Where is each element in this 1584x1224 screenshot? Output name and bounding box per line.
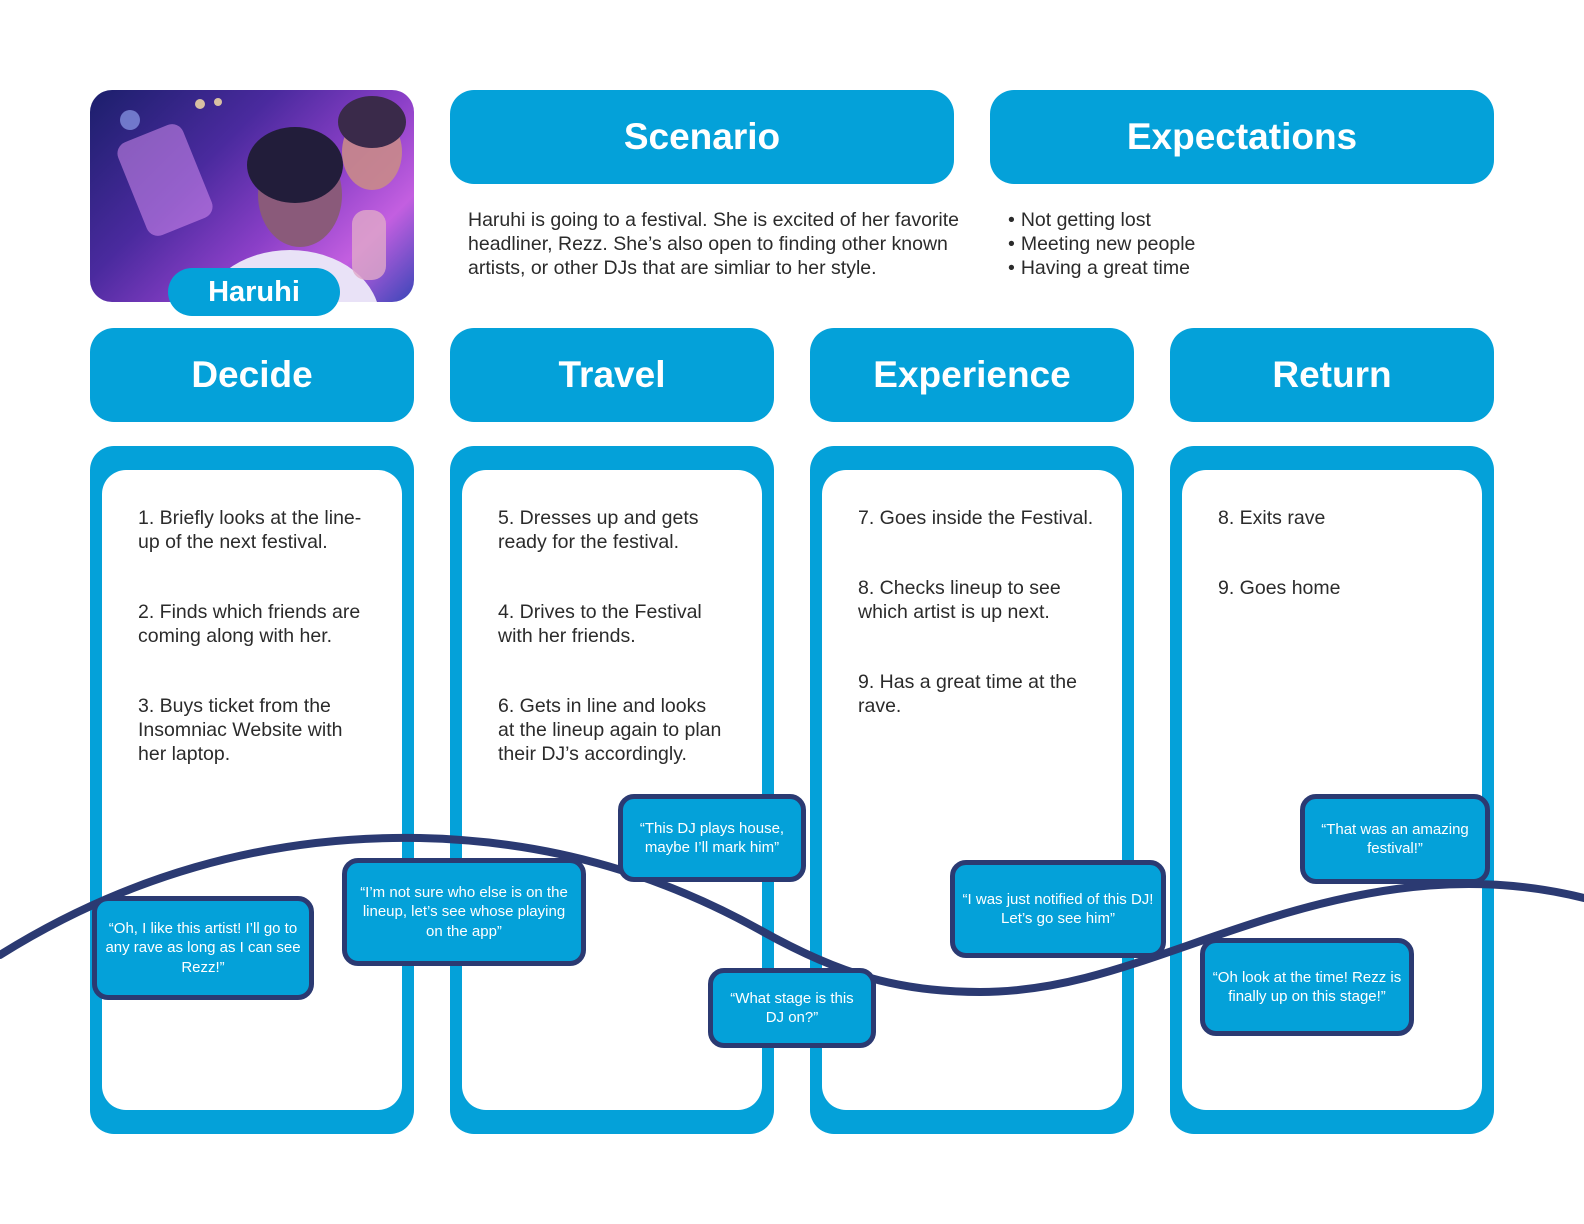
stage-header-return: Return bbox=[1170, 328, 1494, 422]
stage-header-decide: Decide bbox=[90, 328, 414, 422]
quote-bubble: “This DJ plays house, maybe I’ll mark hi… bbox=[618, 794, 806, 882]
persona-name: Haruhi bbox=[168, 268, 340, 316]
step-item: 3. Buys ticket from the Insomniac Websit… bbox=[138, 694, 378, 766]
quote-line: “That was an amazing bbox=[1321, 820, 1469, 838]
step-item: 7. Goes inside the Festival. bbox=[858, 506, 1118, 530]
quote-line: “I’m not sure who else is on the bbox=[360, 883, 568, 901]
scenario-line: headliner, Rezz. She’s also open to find… bbox=[468, 233, 948, 255]
step-line: 2. Finds which friends are bbox=[138, 601, 361, 623]
step-line: at the lineup again to plan bbox=[498, 719, 722, 741]
step-line: her laptop. bbox=[138, 743, 231, 765]
quote-text: “Oh look at the time! Rezz is finally up… bbox=[1213, 968, 1401, 1007]
scenario-text: Haruhi is going to a festival. She is ex… bbox=[468, 208, 968, 280]
step-line: 5. Dresses up and gets bbox=[498, 507, 699, 529]
quote-text: “I’m not sure who else is on the lineup,… bbox=[360, 883, 568, 942]
step-line: which artist is up next. bbox=[858, 601, 1050, 623]
step-line: 4. Drives to the Festival bbox=[498, 601, 702, 623]
quote-bubble: “I was just notified of this DJ! Let’s g… bbox=[950, 860, 1166, 958]
step-line: 3. Buys ticket from the bbox=[138, 695, 331, 717]
quote-text: “Oh, I like this artist! I’ll go to any … bbox=[105, 919, 300, 978]
step-item: 9. Goes home bbox=[1218, 576, 1458, 600]
step-line: their DJ’s accordingly. bbox=[498, 743, 687, 765]
scenario-line: Haruhi is going to a festival. She is ex… bbox=[468, 209, 960, 231]
stage-column-travel: 5. Dresses up and gets ready for the fes… bbox=[450, 446, 774, 1134]
quote-line: lineup, let’s see whose playing bbox=[362, 903, 566, 921]
step-item: 1. Briefly looks at the line- up of the … bbox=[138, 506, 378, 554]
quote-bubble: “Oh, I like this artist! I’ll go to any … bbox=[92, 896, 314, 1000]
quote-bubble: “What stage is this DJ on?” bbox=[708, 968, 876, 1048]
step-item: 4. Drives to the Festival with her frien… bbox=[498, 600, 738, 648]
step-item: 2. Finds which friends are coming along … bbox=[138, 600, 378, 648]
step-line: up of the next festival. bbox=[138, 531, 328, 553]
step-item: 9. Has a great time at the rave. bbox=[858, 670, 1098, 718]
step-item: 8. Exits rave bbox=[1218, 506, 1458, 530]
quote-line: “I was just notified of this DJ! bbox=[962, 890, 1154, 908]
expectations-header: Expectations bbox=[990, 90, 1494, 184]
step-line: 8. Checks lineup to see bbox=[858, 577, 1061, 599]
stage-header-experience: Experience bbox=[810, 328, 1134, 422]
step-line: with her friends. bbox=[498, 625, 636, 647]
scenario-header: Scenario bbox=[450, 90, 954, 184]
quote-line: Rezz!” bbox=[181, 958, 225, 976]
step-item: 5. Dresses up and gets ready for the fes… bbox=[498, 506, 738, 554]
quote-line: any rave as long as I can see bbox=[105, 939, 301, 957]
step-line: 7. Goes inside the Festival. bbox=[858, 507, 1094, 529]
quote-text: “This DJ plays house, maybe I’ll mark hi… bbox=[640, 819, 784, 858]
step-line: 1. Briefly looks at the line- bbox=[138, 507, 362, 529]
step-line: coming along with her. bbox=[138, 625, 333, 647]
quote-line: maybe I’ll mark him” bbox=[644, 839, 780, 856]
quote-line: “Oh look at the time! Rezz is bbox=[1212, 968, 1402, 986]
quote-line: DJ on?” bbox=[765, 1009, 819, 1026]
quote-line: Let’s go see him” bbox=[1001, 910, 1115, 927]
quote-bubble: “Oh look at the time! Rezz is finally up… bbox=[1200, 938, 1414, 1036]
quote-line: “This DJ plays house, bbox=[639, 819, 785, 837]
quote-line: “What stage is this bbox=[730, 989, 854, 1007]
step-line: rave. bbox=[858, 695, 902, 717]
step-line: 6. Gets in line and looks bbox=[498, 695, 707, 717]
quote-line: finally up on this stage!” bbox=[1228, 988, 1386, 1005]
step-line: Insomniac Website with bbox=[138, 719, 343, 741]
step-line: 9. Has a great time at the bbox=[858, 671, 1077, 693]
step-line: 9. Goes home bbox=[1218, 577, 1341, 599]
expectations-list: Not getting lost Meeting new people Havi… bbox=[1008, 208, 1408, 280]
scenario-line: artists, or other DJs that are simliar t… bbox=[468, 257, 877, 279]
stage-column-decide: 1. Briefly looks at the line- up of the … bbox=[90, 446, 414, 1134]
expectation-item: Not getting lost bbox=[1008, 208, 1408, 232]
quote-bubble: “That was an amazing festival!” bbox=[1300, 794, 1490, 884]
step-line: 8. Exits rave bbox=[1218, 507, 1326, 529]
step-item: 8. Checks lineup to see which artist is … bbox=[858, 576, 1098, 624]
quote-text: “That was an amazing festival!” bbox=[1321, 820, 1469, 859]
stage-header-travel: Travel bbox=[450, 328, 774, 422]
quote-bubble: “I’m not sure who else is on the lineup,… bbox=[342, 858, 586, 966]
step-item: 6. Gets in line and looks at the lineup … bbox=[498, 694, 738, 766]
quote-text: “I was just notified of this DJ! Let’s g… bbox=[963, 890, 1154, 929]
quote-line: on the app” bbox=[426, 922, 502, 940]
stage-panel: 1. Briefly looks at the line- up of the … bbox=[102, 470, 402, 1110]
quote-text: “What stage is this DJ on?” bbox=[730, 989, 853, 1028]
expectation-item: Meeting new people bbox=[1008, 232, 1408, 256]
step-line: ready for the festival. bbox=[498, 531, 680, 553]
quote-line: “Oh, I like this artist! I’ll go to bbox=[108, 919, 298, 937]
quote-line: festival!” bbox=[1367, 840, 1423, 857]
expectation-item: Having a great time bbox=[1008, 256, 1408, 280]
